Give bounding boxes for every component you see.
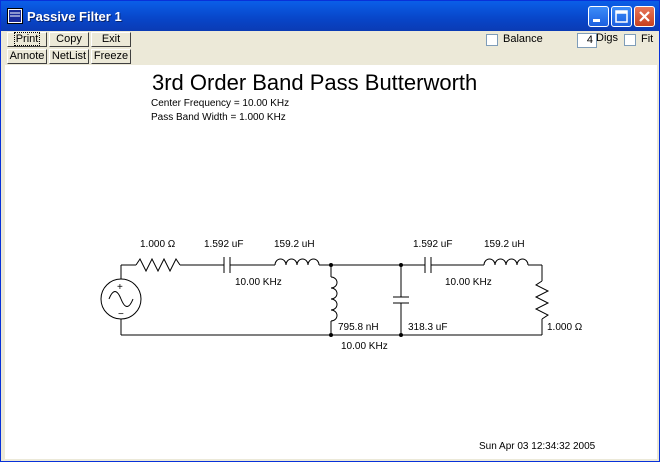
l2-label: 795.8 nH <box>338 322 379 333</box>
app-icon <box>7 8 23 24</box>
print-button[interactable]: Print <box>7 32 47 47</box>
schematic-diagram: + − <box>100 239 596 452</box>
c2-label: 318.3 uF <box>408 322 447 333</box>
netlist-button[interactable]: NetList <box>49 49 89 64</box>
balance-label: Balance <box>503 33 543 45</box>
f1-label: 10.00 KHz <box>235 277 282 288</box>
l1-inductor-symbol <box>274 258 320 266</box>
schematic-canvas: 3rd Order Band Pass Butterworth Center F… <box>5 65 657 459</box>
c3-label: 1.592 uF <box>413 239 452 250</box>
close-icon <box>639 11 650 22</box>
f3-label: 10.00 KHz <box>445 277 492 288</box>
exit-button[interactable]: Exit <box>91 32 131 47</box>
f2-label: 10.00 KHz <box>341 341 388 352</box>
l3-inductor-symbol <box>483 258 529 266</box>
center-frequency-text: Center Frequency = 10.00 KHz <box>151 98 290 109</box>
maximize-icon <box>615 10 628 23</box>
c1-capacitor-symbol <box>223 257 231 273</box>
source-resistor-label: 1.000 Ω <box>140 239 176 250</box>
c2-capacitor-symbol <box>393 296 409 304</box>
maximize-button[interactable] <box>611 6 632 27</box>
load-resistor-symbol <box>534 280 550 320</box>
c1-label: 1.592 uF <box>204 239 243 250</box>
fit-checkbox[interactable] <box>624 34 636 46</box>
l2-inductor-symbol <box>330 276 338 322</box>
source-resistor-symbol <box>135 257 181 273</box>
print-button-label: Print <box>13 32 41 46</box>
window-title: Passive Filter 1 <box>27 9 122 24</box>
freeze-button[interactable]: Freeze <box>91 49 131 64</box>
l3-label: 159.2 uH <box>484 239 525 250</box>
l1-label: 159.2 uH <box>274 239 315 250</box>
balance-checkbox[interactable] <box>486 34 498 46</box>
pass-band-width-text: Pass Band Width = 1.000 KHz <box>151 112 286 123</box>
source-minus-mark: − <box>118 309 124 320</box>
toolbar: Print Copy Exit Annote NetList Freeze Ba… <box>5 31 657 65</box>
digs-input[interactable]: 4 <box>577 33 597 48</box>
close-button[interactable] <box>634 6 655 27</box>
junction-dots <box>329 263 403 337</box>
fit-label: Fit <box>641 33 654 45</box>
minimize-icon <box>593 19 600 22</box>
ac-source-symbol <box>100 265 142 335</box>
title-bar[interactable]: Passive Filter 1 <box>1 1 659 31</box>
annote-button[interactable]: Annote <box>7 49 47 64</box>
minimize-button[interactable] <box>588 6 609 27</box>
load-resistor-label: 1.000 Ω <box>547 322 583 333</box>
filter-title: 3rd Order Band Pass Butterworth <box>152 70 478 95</box>
digs-label: Digs <box>596 32 619 44</box>
c3-capacitor-symbol <box>424 257 432 273</box>
copy-button[interactable]: Copy <box>49 32 89 47</box>
source-plus-mark: + <box>117 282 123 293</box>
timestamp: Sun Apr 03 12:34:32 2005 <box>479 441 596 452</box>
